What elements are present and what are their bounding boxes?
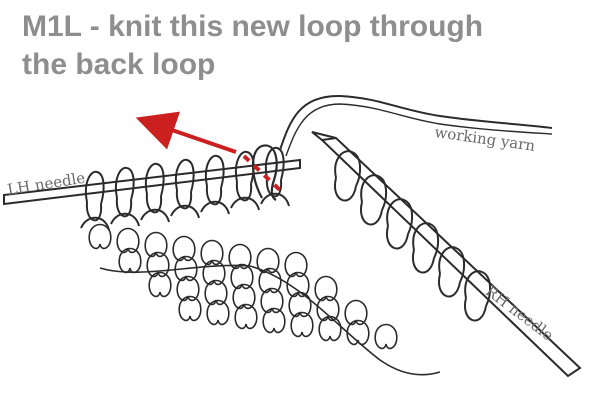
rh-stitch-loop: [412, 222, 440, 259]
fabric-stitch: [318, 323, 342, 342]
fabric-stitch-top: [317, 295, 339, 305]
fabric-stitch-top: [345, 299, 367, 309]
rh-stitch-loop: [360, 174, 388, 211]
rh-stitch-loop: [464, 270, 492, 307]
fabric-stitch-top: [177, 275, 199, 285]
fabric-stitch: [234, 311, 258, 330]
fabric-stitch-top: [375, 323, 397, 333]
lh-stitch-loop: [115, 166, 135, 201]
lh-stitch-leg: [265, 177, 283, 198]
rh-stitch-leg: [385, 225, 409, 250]
fabric-stitch-top: [179, 295, 201, 305]
lh-stitch-leg: [205, 185, 223, 206]
rh-stitch-leg: [333, 177, 357, 202]
fabric-stitch: [290, 319, 314, 338]
fabric-stitch-top: [205, 279, 227, 289]
title-line-1: M1L - knit this new loop through: [22, 10, 484, 43]
lh-needle: [3, 158, 301, 206]
fabric-stitch-top: [231, 263, 253, 273]
lh-stitch-row: [170, 204, 200, 219]
fabric-stitch-top: [119, 247, 141, 257]
lh-stitch-loop: [145, 162, 165, 197]
rh-stitch-leg: [437, 273, 461, 298]
rh-stitch-loop: [386, 198, 414, 235]
fabric-stitch-top: [145, 231, 167, 241]
knitted-fabric: [88, 223, 441, 376]
new-m1l-loop: [251, 144, 278, 201]
page-title: M1L - knit this new loop through the bac…: [22, 8, 582, 84]
rh-stitch-leg: [463, 297, 487, 322]
lh-stitch-leg: [85, 201, 103, 222]
fabric-stitch-top: [233, 283, 255, 293]
fabric-stitch-top: [287, 271, 309, 281]
fabric-stitch: [118, 255, 142, 274]
fabric-stitch-top: [207, 299, 229, 309]
fabric-stitch: [206, 307, 230, 326]
fabric-stitch-top: [257, 247, 279, 257]
fabric-stitch-top: [347, 319, 369, 329]
lh-stitch-row: [110, 212, 140, 227]
direction-arrow: [135, 111, 284, 194]
fabric-stitch-top: [147, 251, 169, 261]
working-yarn-lower: [285, 103, 553, 157]
fabric-stitch-top: [291, 311, 313, 321]
fabric-stitch-top: [175, 255, 197, 265]
lh-stitch-loop: [205, 154, 225, 189]
fabric-stitch-top: [315, 275, 337, 285]
fabric-stitch: [346, 327, 370, 346]
fabric-stitch: [148, 279, 172, 298]
fabric-stitch-top: [229, 243, 251, 253]
lh-stitch-loop: [265, 146, 285, 181]
fabric-stitch-top: [201, 239, 223, 249]
lh-stitch-row: [80, 216, 110, 231]
rh-stitch-leg: [411, 249, 435, 274]
lh-stitch-row: [140, 208, 170, 223]
lh-stitch-loop: [85, 170, 105, 205]
fabric-stitch-top: [235, 303, 257, 313]
lh-stitch-row: [200, 200, 230, 215]
lh-stitch-leg: [235, 181, 253, 202]
fabric-stitch-top: [149, 271, 171, 281]
fabric-stitch-top: [89, 223, 111, 233]
title-line-2: the back loop: [22, 48, 216, 81]
rh-stitch-leg: [359, 201, 383, 226]
rh-stitch-loop: [438, 246, 466, 283]
lh-stitch-leg: [115, 197, 133, 218]
fabric-cast-edge: [99, 264, 441, 376]
rh-stitch-loop: [334, 150, 362, 187]
fabric-stitch-top: [173, 235, 195, 245]
fabric-stitch: [178, 303, 202, 322]
lh-stitch-row: [260, 192, 290, 207]
lh-stitch-leg: [175, 189, 193, 210]
lh-stitch-loop: [175, 158, 195, 193]
working-yarn: [279, 94, 553, 151]
fabric-stitch: [374, 331, 398, 350]
fabric-stitch-top: [263, 307, 285, 317]
fabric-stitch-top: [259, 267, 281, 277]
lh-stitch-row: [230, 196, 260, 211]
fabric-stitch-top: [285, 251, 307, 261]
fabric-stitch: [262, 315, 286, 334]
rh-needle-stitches: [333, 150, 492, 322]
fabric-stitch-top: [261, 287, 283, 297]
fabric-stitch-top: [117, 227, 139, 237]
fabric-stitch: [88, 231, 112, 250]
lh-stitch-leg: [145, 193, 163, 214]
